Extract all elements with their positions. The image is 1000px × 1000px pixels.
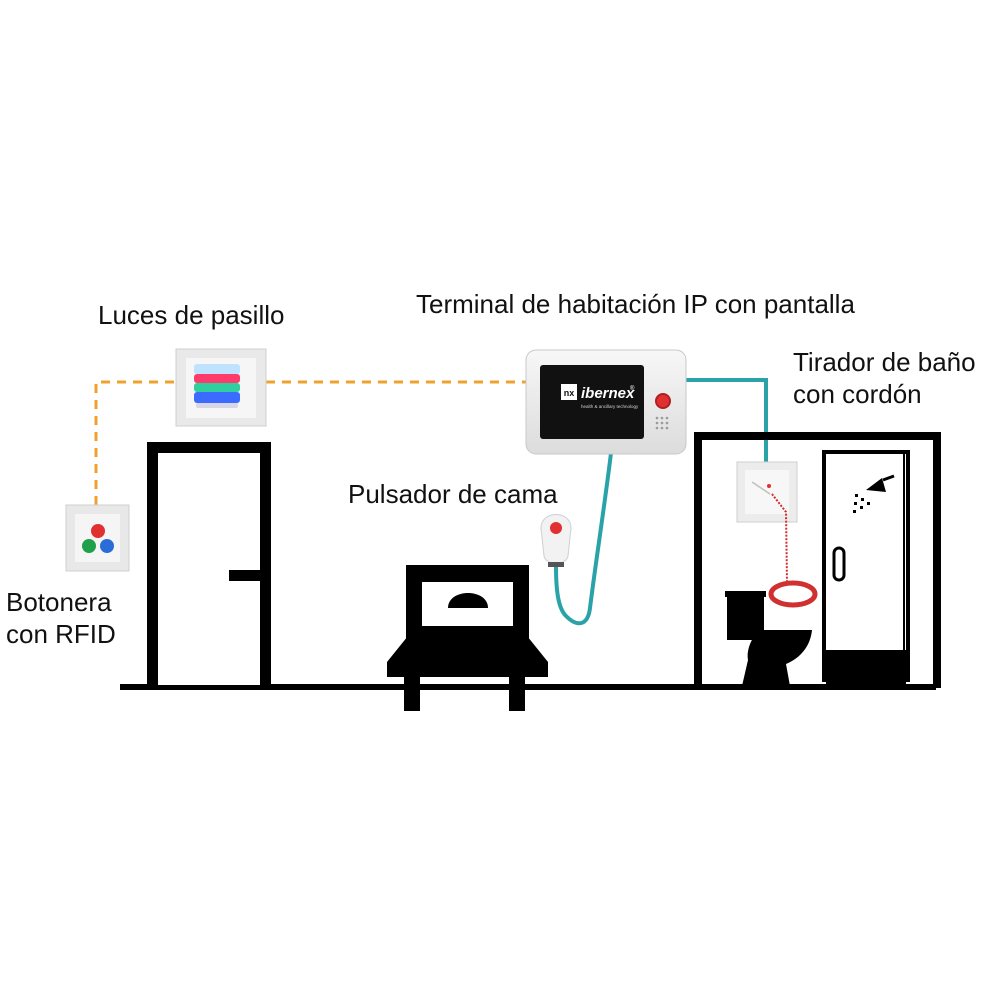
label-bed-button: Pulsador de cama [348,479,558,509]
bathroom-outline [694,432,941,688]
corridor-light-device [175,348,267,427]
bed-icon [387,565,548,711]
label-room-terminal: Terminal de habitación IP con pantalla [416,289,855,319]
room-terminal-device: nx ibernex ® health & ancillary technolo… [525,349,687,455]
label-keypad-line2: con RFID [6,619,116,649]
keypad-to-light-line [94,380,176,505]
label-bathroom-pull-line2: con cordón [793,379,922,409]
brand-tagline: health & ancillary technology [581,404,639,409]
ethernet-connections [94,380,526,505]
floor-line [120,684,936,690]
toilet-icon [725,591,812,686]
label-bathroom-pull: Tirador de baño con cordón [793,346,976,410]
shower-icon [822,450,910,684]
label-corridor-lights: Luces de pasillo [98,300,285,330]
brand-trademark: ® [630,385,635,392]
brand-logo-mark: nx [564,388,575,398]
label-keypad: Botonera con RFID [6,586,116,650]
rfid-keypad-device [65,504,130,572]
bathroom-pull-cord-device [736,461,818,608]
terminal-to-bed-button-cable [554,452,613,626]
terminal-to-pull-cable [680,378,768,462]
bed-call-button-device [540,514,572,567]
brand-name: ibernex [581,385,635,402]
door-icon [147,442,271,688]
label-keypad-line1: Botonera [6,587,112,617]
label-bathroom-pull-line1: Tirador de baño [793,347,976,377]
